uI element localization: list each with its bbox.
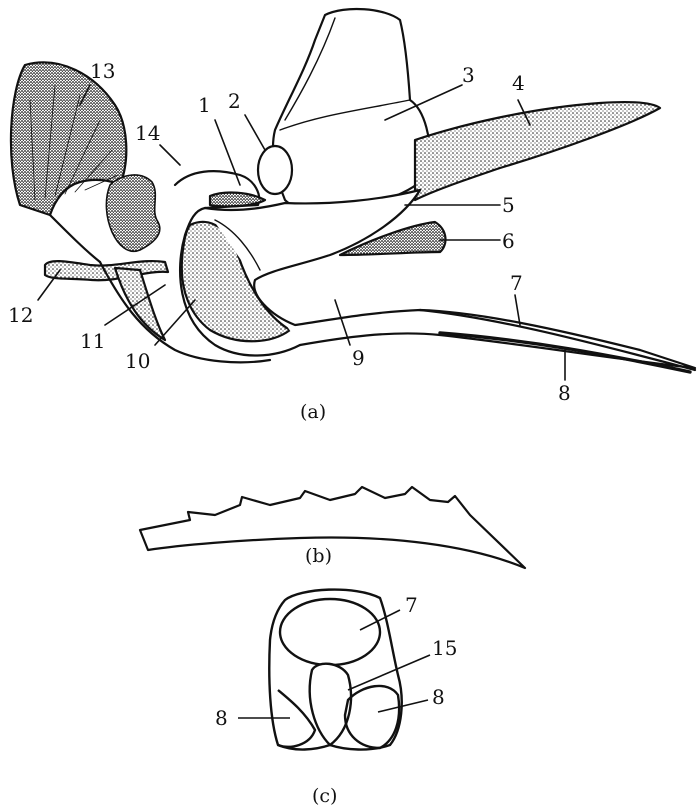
label-8: 8 [558, 381, 571, 405]
label-1: 1 [198, 93, 211, 117]
label-7: 7 [510, 271, 523, 295]
panel-a-leaders [37, 84, 566, 381]
label-3: 3 [462, 63, 475, 87]
label-c-15: 15 [432, 636, 457, 660]
part-6-wedge [338, 220, 447, 257]
part-1-pad [208, 191, 267, 208]
label-4: 4 [512, 71, 525, 95]
stylet-8-left-section [277, 689, 317, 749]
part-5-edge [214, 219, 261, 271]
panel-b: (b) [138, 485, 527, 570]
part-4-spine [413, 100, 662, 202]
caption-c: (c) [312, 785, 337, 807]
part-12-tube [43, 260, 170, 282]
stylet-8-right-section [343, 684, 401, 750]
part-1-frame [173, 170, 302, 357]
label-9: 9 [352, 346, 365, 370]
label-12: 12 [8, 303, 33, 327]
caption-a: (a) [300, 401, 326, 423]
stylet-15-section [308, 662, 353, 747]
label-c-8-right: 8 [432, 685, 445, 709]
panel-a [9, 7, 697, 381]
label-c-8-left: 8 [215, 706, 228, 730]
stylet-7-section [278, 597, 382, 667]
panel-c [238, 588, 431, 751]
part-11-outer-arc [98, 260, 272, 364]
label-11: 11 [80, 329, 105, 353]
label-10: 10 [125, 349, 150, 373]
part-2-oval [256, 144, 294, 196]
part-13-rays [29, 84, 119, 201]
part-11-stippled [113, 266, 167, 342]
part-9-body [203, 188, 697, 370]
label-2: 2 [228, 89, 241, 113]
panel-c-labels: 7 15 8 8 (c) [215, 593, 457, 807]
label-14: 14 [135, 121, 160, 145]
panel-c-leaders [238, 609, 431, 719]
caption-b: (b) [305, 545, 332, 567]
panel-a-labels: 1 2 3 4 5 6 7 8 9 10 11 12 13 14 (a) [8, 59, 571, 423]
part-13-fan [9, 61, 128, 217]
part-8-stylet [438, 331, 692, 374]
part-13-inner-edge [48, 213, 102, 264]
label-c-7: 7 [405, 593, 418, 617]
part-14-tissue [105, 174, 161, 252]
serrated-stylet [138, 485, 527, 570]
part-7-stylet [418, 308, 697, 372]
part-3-inner-line [279, 17, 411, 131]
label-5: 5 [502, 193, 515, 217]
label-13: 13 [90, 59, 115, 83]
label-6: 6 [502, 229, 515, 253]
